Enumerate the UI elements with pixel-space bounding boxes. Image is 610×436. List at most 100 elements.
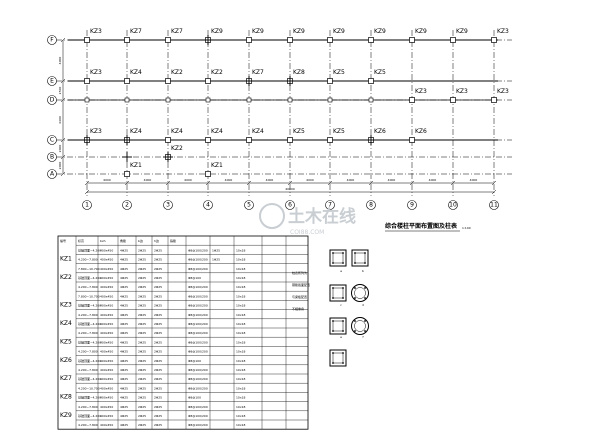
- table-cell: 4Φ25: [120, 340, 128, 344]
- column-tag: KZ3: [90, 28, 102, 35]
- table-cell: 2Φ25: [154, 377, 162, 381]
- column-square: [491, 97, 497, 103]
- table-cell: 基础顶面~4.200: [78, 358, 101, 363]
- table-cell: 2Φ25: [138, 405, 146, 409]
- table-cell: 400x450: [100, 414, 113, 418]
- axis-bubble-2: [122, 200, 132, 210]
- table-cell: 2Φ25: [138, 414, 146, 418]
- table-cell: 400x450: [100, 322, 113, 326]
- axis-label-9: 9: [410, 202, 414, 209]
- column-square: [205, 97, 211, 103]
- column-square: [246, 37, 252, 43]
- rebar-dot: [342, 320, 344, 322]
- axis-label-11: 11: [490, 202, 498, 209]
- table-cell: Φ8@100/200: [188, 340, 208, 344]
- dim-text-bay: 4000: [388, 178, 396, 182]
- section-label: a: [340, 269, 342, 273]
- table-cell: 2Φ25: [154, 396, 162, 400]
- table-cell: Φ8@100: [188, 396, 201, 400]
- table-cell: 10x18: [236, 285, 246, 289]
- axis-label-D: D: [50, 97, 55, 104]
- section-label: b: [362, 269, 364, 273]
- column-square: [368, 37, 374, 43]
- table-cell: Φ8@100/200: [188, 258, 208, 262]
- table-header-cell: 角筋: [120, 238, 126, 243]
- dim-tick: [450, 180, 456, 186]
- table-cell: 2Φ25: [138, 340, 146, 344]
- section-label: d: [362, 303, 364, 307]
- dim-tick: [491, 180, 497, 186]
- table-header-cell: 标高: [78, 238, 84, 243]
- table-cell: 4Φ25: [120, 377, 128, 381]
- table-column-id: KZ4: [60, 320, 72, 327]
- table-cell: 2Φ25: [154, 414, 162, 418]
- table-cell: 400x450: [100, 359, 113, 363]
- table-cell: 2Φ25: [138, 350, 146, 354]
- column-tag: KZ5: [333, 128, 345, 135]
- column-tag: KZ4: [252, 128, 264, 135]
- table-cell: Φ8@100/200: [188, 248, 208, 252]
- dim-text-bay: 4000: [266, 178, 274, 182]
- axis-bubble-C: [47, 135, 57, 145]
- rebar-dot: [364, 252, 366, 254]
- section-stirrup: [332, 320, 344, 332]
- table-cell: 400x450: [100, 405, 113, 409]
- table-cell: 400x450: [100, 350, 113, 354]
- table-cell: 1Φ25: [212, 248, 220, 252]
- table-cell: 2Φ25: [138, 258, 146, 262]
- rebar-dot: [354, 330, 356, 332]
- table-cell: 2Φ25: [154, 423, 162, 427]
- section-square: [329, 249, 347, 267]
- table-cell: 4.200~7.800: [78, 423, 98, 427]
- table-cell: 2Φ25: [154, 322, 162, 326]
- axis-bubble-E: [47, 76, 57, 86]
- table-note: 与梁板配置: [292, 294, 307, 299]
- column-tag: KZ3: [497, 88, 509, 95]
- column-square: [246, 137, 252, 143]
- column-tag: KZ3: [497, 28, 509, 35]
- table-cell: 10x18: [236, 396, 246, 400]
- column-tag: KZ1: [211, 162, 223, 169]
- rebar-dot: [364, 297, 366, 299]
- section-stirrup-circle: [354, 287, 366, 299]
- column-square: [327, 137, 333, 143]
- table-header-cell: 箍筋: [170, 238, 176, 243]
- table-border: [57, 235, 309, 430]
- table-column-id: KZ1: [60, 256, 72, 263]
- table-cell: 4Φ25: [120, 423, 128, 427]
- rebar-dot: [354, 262, 356, 264]
- table-cell: 2Φ25: [154, 267, 162, 271]
- table-note: 柱表所列为: [292, 270, 307, 275]
- column-square: [205, 137, 211, 143]
- rebar-dot: [332, 330, 334, 332]
- table-cell: Φ8@100/200: [188, 368, 208, 372]
- dim-tick: [60, 78, 66, 84]
- axis-label-8: 8: [369, 202, 373, 209]
- table-column-id: KZ8: [60, 394, 72, 401]
- section-square: [351, 249, 369, 267]
- column-square: [409, 37, 415, 43]
- table-column-id: KZ9: [60, 412, 72, 419]
- plan-title: 综合楼柱平面布置图及柱表: [385, 222, 458, 230]
- axis-bubble-11: [489, 200, 499, 210]
- rebar-dot: [342, 252, 344, 254]
- rebar-dot: [342, 287, 344, 289]
- column-square: [450, 37, 456, 43]
- table-cell: Φ8@100/200: [188, 313, 208, 317]
- table-cell: 基础顶面~4.200: [78, 275, 101, 280]
- table-cell: 2Φ25: [138, 423, 146, 427]
- table-cell: 2Φ25: [154, 285, 162, 289]
- rebar-dot: [354, 297, 356, 299]
- table-cell: 10x18: [236, 313, 246, 317]
- rebar-dot: [332, 320, 334, 322]
- axis-label-10: 10: [449, 202, 457, 209]
- column-square: [124, 171, 130, 177]
- rebar-dot: [332, 262, 334, 264]
- table-cell: 2Φ25: [154, 359, 162, 363]
- table-cell: 400x450: [100, 331, 113, 335]
- table-cell: 10x18: [236, 294, 246, 298]
- watermark-logo: [259, 203, 285, 229]
- table-cell: 4Φ25: [120, 414, 128, 418]
